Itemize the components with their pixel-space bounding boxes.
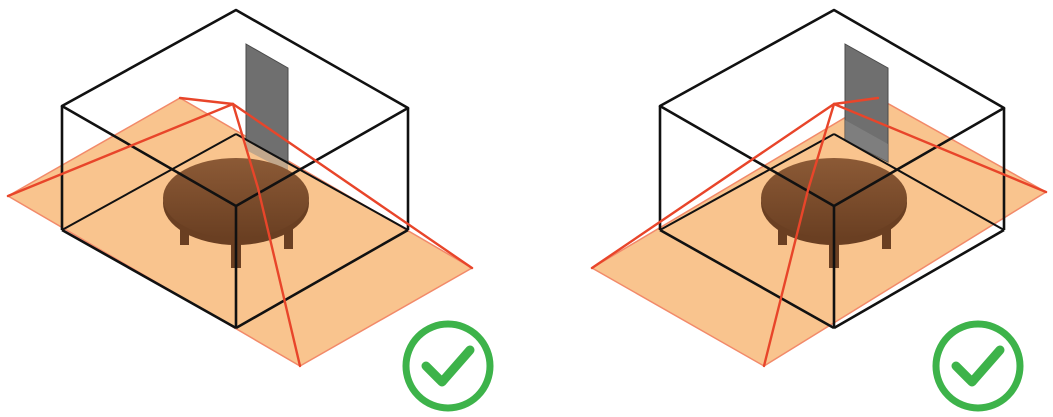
- table: [163, 158, 309, 268]
- sensor-beams: [590, 96, 1048, 368]
- left-panel: [6, 8, 494, 412]
- room-outline: [658, 8, 1006, 330]
- room-outline: [60, 8, 410, 330]
- sensor-beams: [6, 96, 474, 368]
- door: [844, 43, 889, 163]
- table: [761, 158, 907, 268]
- check-circle-icon: [402, 320, 494, 412]
- door: [245, 43, 289, 172]
- check-circle-icon: [932, 320, 1024, 412]
- right-panel: [590, 8, 1048, 412]
